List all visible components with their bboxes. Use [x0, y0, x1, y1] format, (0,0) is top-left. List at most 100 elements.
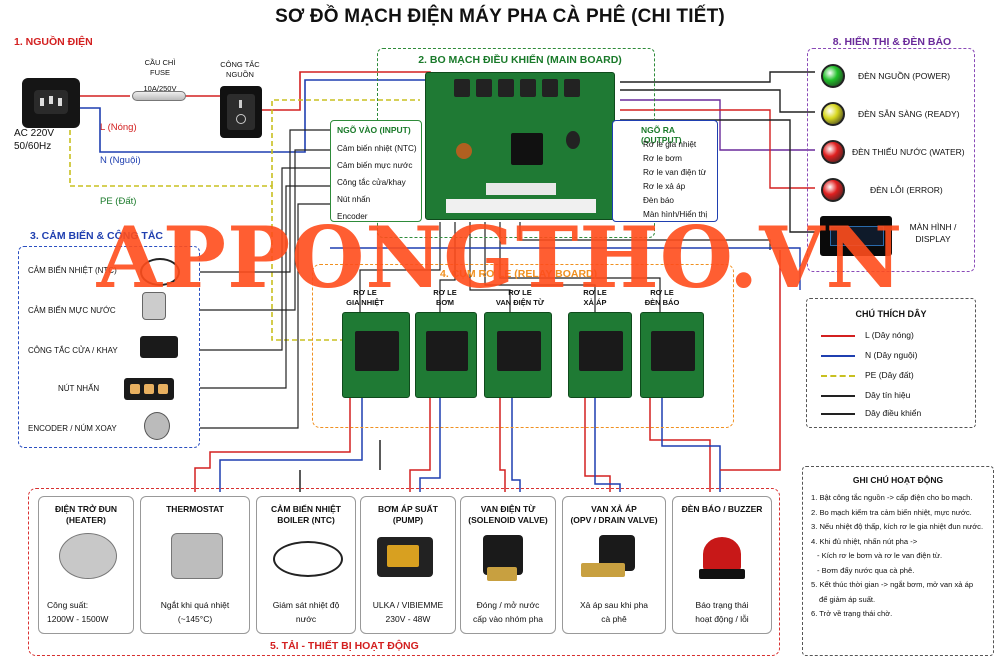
legend-label: Dây tín hiệu — [865, 390, 911, 400]
load-desc: Báo trạng thái — [695, 600, 749, 610]
load-subtitle: (HEATER) — [66, 515, 106, 525]
valve-body — [487, 567, 517, 581]
output-item: Rơ le xả áp — [643, 182, 686, 191]
notes-title: GHI CHÚ HOẠT ĐỘNG — [852, 475, 944, 485]
note-line: - Kích rơ le bơm và rơ le van điện từ. — [817, 551, 943, 560]
fuse-label: CẦU CHÌ — [144, 58, 176, 67]
sensor-label: ENCODER / NÚM XOAY — [28, 424, 117, 433]
line-L-label: L (Nóng) — [100, 122, 137, 133]
sensor-label: CẢM BIẾN NHIỆT (NTC) — [28, 266, 117, 275]
operation-notes: GHI CHÚ HOẠT ĐỘNG 1. Bật công tắc nguồn … — [802, 466, 994, 656]
fuse-rating: 10A/250V — [143, 84, 177, 93]
watermark: APPONGTHO.VN — [96, 208, 904, 307]
relay-label: RƠ LE — [650, 288, 674, 297]
relay-module — [484, 312, 552, 398]
sensors-section-title: 3. CẢM BIẾN & CÔNG TẮC — [30, 230, 164, 242]
inputs-title: NGÕ VÀO (INPUT) — [337, 125, 411, 135]
load-subtitle: (SOLENOID VALVE) — [468, 515, 548, 525]
page-title: SƠ ĐỒ MẠCH ĐIỆN MÁY PHA CÀ PHÊ (CHI TIẾT… — [275, 6, 725, 27]
sensor-label: CẢM BIẾN MỰC NƯỚC — [28, 306, 116, 315]
legend-swatch — [821, 375, 855, 377]
load-title: ĐÈN BÁO / BUZZER — [681, 504, 763, 514]
ready-led-icon — [821, 102, 845, 126]
push-button-icon[interactable] — [124, 378, 174, 400]
legend-swatch — [821, 413, 855, 415]
legend-label: PE (Dây đất) — [865, 370, 914, 380]
note-line: - Bơm đẩy nước qua cà phê. — [817, 565, 915, 575]
note-line: 1. Bật công tắc nguồn -> cấp điện cho bo… — [811, 493, 973, 502]
encoder-knob-icon[interactable] — [144, 412, 170, 440]
ntc-probe-icon — [273, 541, 343, 577]
note-line: 4. Khi đủ nhiệt, nhấn nút pha -> — [811, 536, 918, 546]
output-item: Rơ le van điện từ — [643, 168, 707, 177]
load-title: CẢM BIẾN NHIỆT — [271, 504, 341, 514]
power-switch[interactable] — [220, 86, 262, 138]
power-socket — [22, 78, 80, 128]
load-title: BƠM ÁP SUẤT — [378, 504, 438, 514]
load-card-pump: BƠM ÁP SUẤT (PUMP) ULKA / VIBIEMME 230V … — [360, 496, 456, 634]
load-subtitle: (OPV / DRAIN VALVE) — [570, 515, 658, 525]
note-line: 5. Kết thúc thời gian -> ngắt bơm, mở va… — [811, 580, 974, 589]
load-title: VAN ĐIỆN TỪ — [480, 504, 536, 514]
legend-title: CHÚ THÍCH DÂY — [855, 309, 927, 319]
display-screen — [820, 216, 892, 256]
load-card-heater: ĐIỆN TRỞ ĐUN (HEATER) Công suất: 1200W -… — [38, 496, 134, 634]
wire-legend: CHÚ THÍCH DÂY L (Dây nóng) N (Dây nguội)… — [806, 298, 976, 428]
screen-label-1: MÀN HÌNH / — [909, 222, 957, 232]
line-N-label: N (Nguội) — [100, 155, 141, 166]
valve-body — [581, 563, 625, 577]
ntc-sensor-icon — [140, 258, 180, 286]
load-desc: Ngắt khi quá nhiệt — [160, 600, 230, 610]
fuse — [132, 91, 186, 101]
output-item: Rơ le gia nhiệt — [643, 140, 697, 149]
input-item: Encoder — [337, 212, 368, 221]
relay-label: RƠ LE — [353, 288, 377, 297]
load-card-solenoid: VAN ĐIỆN TỪ (SOLENOID VALVE) Đóng / mở n… — [460, 496, 556, 634]
fuse-label-en: FUSE — [149, 68, 170, 77]
output-item: Rơ le bơm — [643, 154, 682, 163]
legend-swatch — [821, 395, 855, 397]
water-level-sensor-icon — [142, 292, 166, 320]
load-desc: 1200W - 1500W — [47, 614, 109, 624]
loads-section — [28, 488, 780, 656]
power-section-title: 1. NGUỒN ĐIỆN — [14, 36, 93, 48]
relay-label: RƠ LE — [583, 288, 607, 297]
power-frequency: 50/60Hz — [14, 141, 52, 152]
output-item: Đèn báo — [643, 196, 674, 205]
relay-label: VAN ĐIỆN TỪ — [495, 298, 545, 307]
outputs-title: NGÕ RA (OUTPUT) — [641, 125, 682, 145]
relay-label: GIA NHIỆT — [346, 298, 384, 307]
heater-icon — [59, 533, 117, 579]
input-item: Công tắc cửa/khay — [337, 178, 406, 187]
legend-swatch — [821, 335, 855, 337]
sensor-label: CÔNG TẮC CỬA / KHAY — [28, 346, 118, 355]
loads-section-title: 5. TẢI - THIẾT BỊ HOẠT ĐỘNG — [270, 640, 419, 652]
note-line: để giảm áp suất. — [819, 594, 876, 604]
load-card-drain-valve: VAN XẢ ÁP (OPV / DRAIN VALVE) Xả áp sau … — [562, 496, 666, 634]
relay-module — [568, 312, 632, 398]
note-line: 6. Trở về trạng thái chờ. — [811, 609, 893, 618]
load-desc: Công suất: — [47, 600, 89, 610]
sensors-section — [18, 246, 200, 448]
note-line: 3. Nếu nhiệt độ thấp, kích rơ le gia nhi… — [811, 522, 984, 531]
relay-label: BƠM — [435, 298, 455, 307]
mainboard-section-title: 2. BO MẠCH ĐIỀU KHIỂN (MAIN BOARD) — [418, 54, 622, 66]
relay-section — [312, 264, 734, 428]
led-label: ĐÈN SẴN SÀNG (READY) — [858, 109, 960, 119]
screen-label-2: DISPLAY — [915, 234, 951, 244]
legend-label: Dây điều khiển — [865, 408, 922, 418]
error-led-icon — [821, 178, 845, 202]
output-item: Màn hình/Hiển thị — [643, 210, 708, 219]
door-switch-icon — [140, 336, 178, 358]
mainboard-outputs-panel: NGÕ RA (OUTPUT) Rơ le gia nhiệt Rơ le bơ… — [612, 120, 718, 222]
main-board-pcb — [425, 72, 615, 220]
load-title: THERMOSTAT — [166, 504, 224, 514]
legend-swatch — [821, 355, 855, 357]
mainboard-inputs-panel: NGÕ VÀO (INPUT) Cảm biến nhiệt (NTC) Cảm… — [330, 120, 422, 222]
display-section — [807, 48, 975, 272]
input-item: Nút nhấn — [337, 195, 371, 204]
relay-label: RƠ LE — [508, 288, 532, 297]
load-desc: (~145°C) — [177, 614, 213, 624]
switch-label-2: NGUỒN — [226, 70, 254, 79]
